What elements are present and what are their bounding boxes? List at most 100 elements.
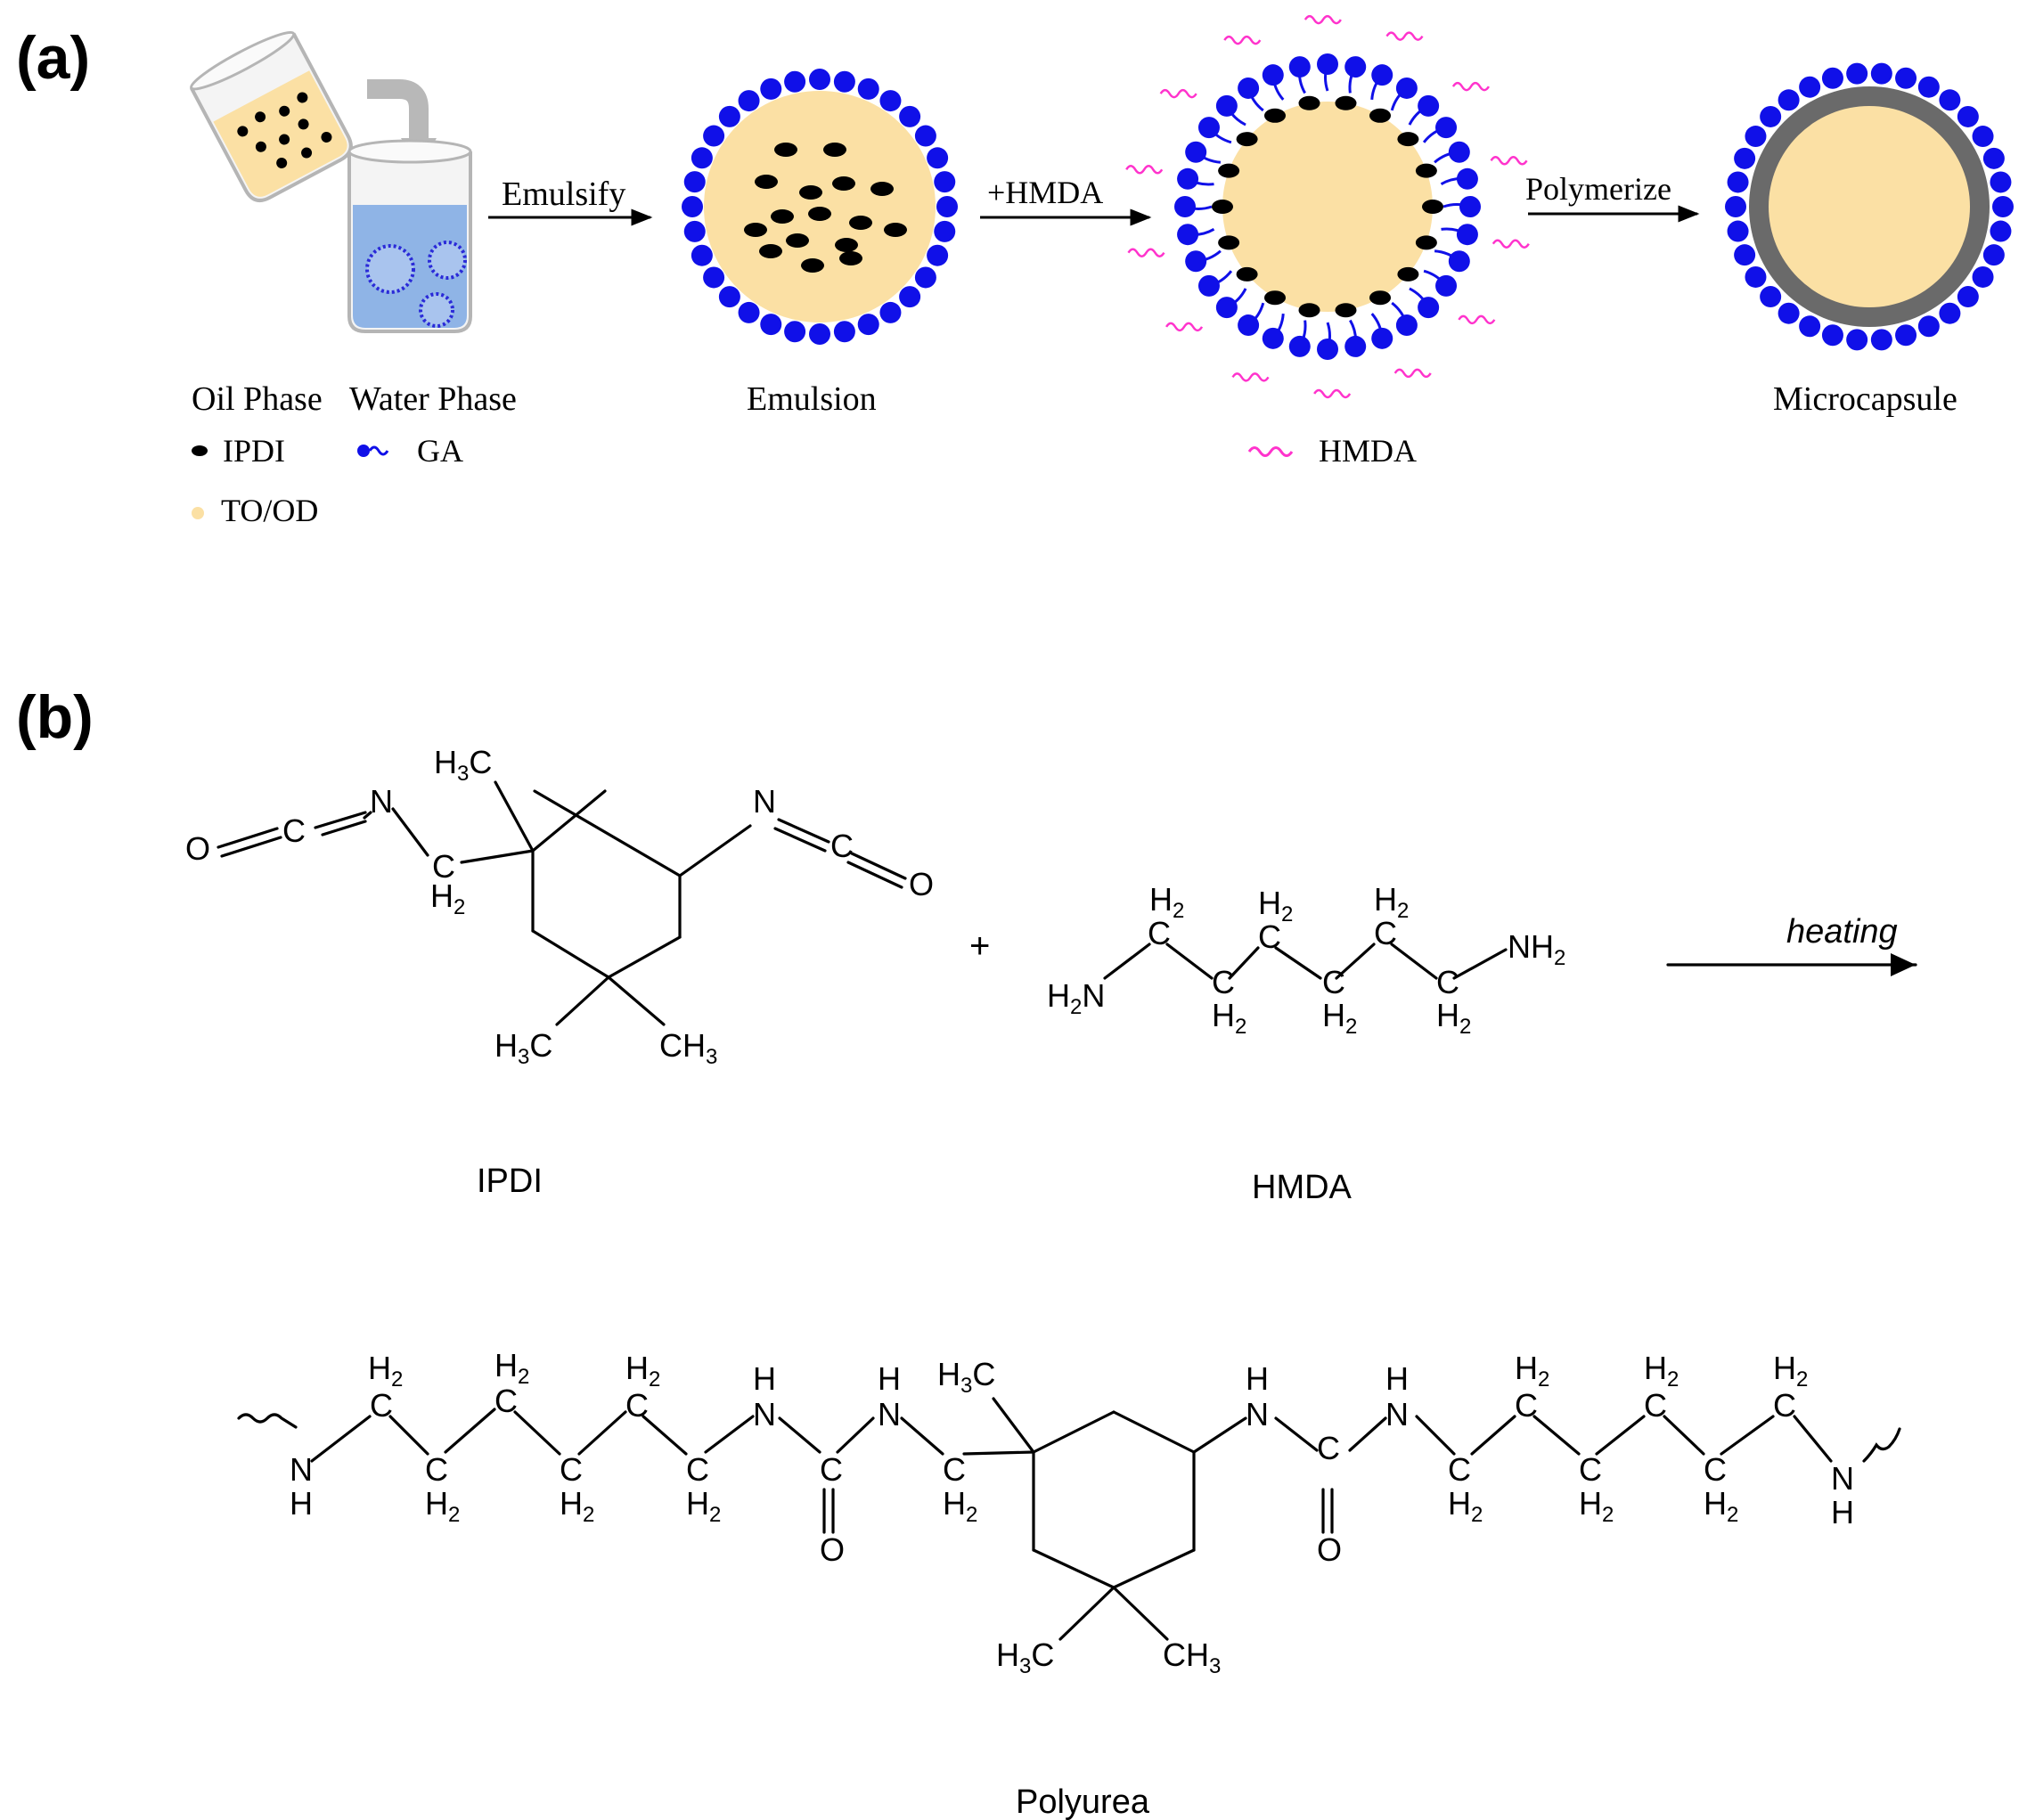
- atom-label: C: [1448, 1451, 1471, 1488]
- ga-head: [683, 171, 706, 193]
- ga-head: [1972, 126, 1994, 148]
- ga-head: [1760, 105, 1782, 127]
- atom-subscript: 3: [457, 762, 469, 786]
- atom-symbol: H: [1186, 1636, 1209, 1673]
- atom-label: H: [753, 1360, 776, 1397]
- ga-head: [927, 147, 949, 169]
- label-add-hmda: +HMDA: [987, 175, 1103, 210]
- atom-symbol: H: [625, 1350, 649, 1386]
- atom-label: H2: [625, 1350, 660, 1392]
- atom-symbol: C: [1704, 1451, 1727, 1488]
- ga-head: [1846, 62, 1868, 85]
- ga-head: [1939, 89, 1961, 111]
- atom-symbol: H: [753, 1360, 776, 1397]
- atom-label: O: [185, 830, 210, 867]
- ipdi-molecule: [1298, 95, 1320, 110]
- atom-symbol: H: [1246, 1360, 1269, 1397]
- ga-head: [1917, 76, 1940, 98]
- atom-symbol: H: [943, 1485, 966, 1522]
- legend-ipdi: IPDI: [223, 433, 285, 469]
- hmda-molecule: [1451, 81, 1490, 92]
- ga-head: [1734, 147, 1756, 169]
- atom-symbol: H: [878, 1360, 901, 1397]
- ipdi-molecule: [1369, 108, 1391, 123]
- atom-label: C: [1515, 1387, 1538, 1424]
- ga-head: [1870, 62, 1892, 85]
- caption-emulsion: Emulsion: [747, 380, 877, 418]
- hmda-molecule: [1393, 368, 1432, 379]
- atom-label: H2: [1704, 1485, 1738, 1527]
- legend-hmda: HMDA: [1319, 433, 1417, 469]
- ga-head: [1238, 314, 1260, 337]
- ga-legend-swatch: [357, 445, 389, 457]
- atom-symbol: C: [1322, 964, 1345, 1000]
- ga-head: [738, 90, 760, 112]
- atom-label: H2: [943, 1485, 977, 1527]
- label-polymerize: Polymerize: [1525, 171, 1671, 207]
- atom-symbol: C: [625, 1387, 649, 1424]
- ga-head: [1745, 265, 1767, 288]
- plus-sign: +: [969, 926, 990, 966]
- atom-label: H2: [425, 1485, 460, 1527]
- atom-symbol: N: [1508, 928, 1531, 965]
- atom-subscript: 2: [454, 895, 465, 919]
- atom-label: H: [1385, 1360, 1409, 1397]
- ga-head: [1435, 117, 1458, 139]
- atom-symbol: N: [1082, 977, 1105, 1014]
- ga-head: [1982, 244, 2005, 266]
- atom-symbol: H: [1322, 997, 1345, 1033]
- atom-symbol: H: [1374, 881, 1397, 918]
- atom-label: H3C: [996, 1636, 1054, 1678]
- atom-subscript: 2: [1554, 946, 1565, 970]
- atom-symbol: C: [659, 1027, 682, 1064]
- ga-head: [1821, 324, 1843, 347]
- atom-subscript: 3: [1209, 1654, 1221, 1678]
- atom-subscript: 2: [1667, 1367, 1679, 1392]
- atom-label: C: [686, 1451, 709, 1488]
- ipdi-molecule: [823, 143, 846, 157]
- ga-head: [1418, 94, 1440, 117]
- ga-head: [1727, 220, 1749, 242]
- ga-head: [1982, 147, 2005, 169]
- ga-head: [1725, 196, 1746, 217]
- atom-label: C: [1212, 964, 1235, 1000]
- hmda-molecule: [1385, 31, 1424, 41]
- atom-label: N: [370, 783, 393, 820]
- atom-label: H2: [1436, 997, 1471, 1039]
- atom-symbol: N: [878, 1396, 901, 1432]
- atom-symbol: O: [909, 866, 934, 902]
- ga-head: [809, 323, 830, 345]
- atom-symbol: H: [434, 744, 457, 780]
- ga-head: [682, 196, 703, 217]
- ipdi-molecule: [774, 143, 797, 157]
- ga-head: [1456, 224, 1478, 246]
- atom-symbol: H: [368, 1350, 391, 1386]
- hmda-molecule: [1159, 88, 1197, 99]
- atom-symbol: C: [425, 1451, 448, 1488]
- atom-label: H2: [1149, 881, 1184, 923]
- ga-head: [1895, 324, 1917, 347]
- heating-arrow-head: [1891, 953, 1916, 976]
- atom-label: H2: [1212, 997, 1246, 1039]
- ga-head: [1846, 329, 1868, 351]
- atom-label: H2: [1322, 997, 1357, 1039]
- atom-symbol: H: [494, 1027, 518, 1064]
- atom-label: NH2: [1508, 928, 1565, 970]
- ipdi-molecule: [1397, 266, 1419, 282]
- hmda-molecule: [1490, 156, 1528, 166]
- ga-head: [936, 196, 958, 217]
- microcapsule: [1725, 62, 2014, 351]
- atom-label: H2: [1374, 881, 1409, 923]
- atom-label: C: [432, 848, 455, 885]
- beaker-water-phase: [347, 139, 472, 333]
- ipdi-molecule: [839, 251, 862, 265]
- atom-symbol: H: [1773, 1350, 1796, 1386]
- atom-symbol: C: [1579, 1451, 1602, 1488]
- hmda-molecule: [1231, 372, 1270, 382]
- ga-head: [691, 147, 713, 169]
- atom-symbol: H: [1385, 1360, 1409, 1397]
- atom-label: C: [1436, 964, 1459, 1000]
- atom-symbol: H: [937, 1356, 960, 1392]
- atom-symbol: C: [943, 1451, 966, 1488]
- label-heating: heating: [1786, 913, 1898, 951]
